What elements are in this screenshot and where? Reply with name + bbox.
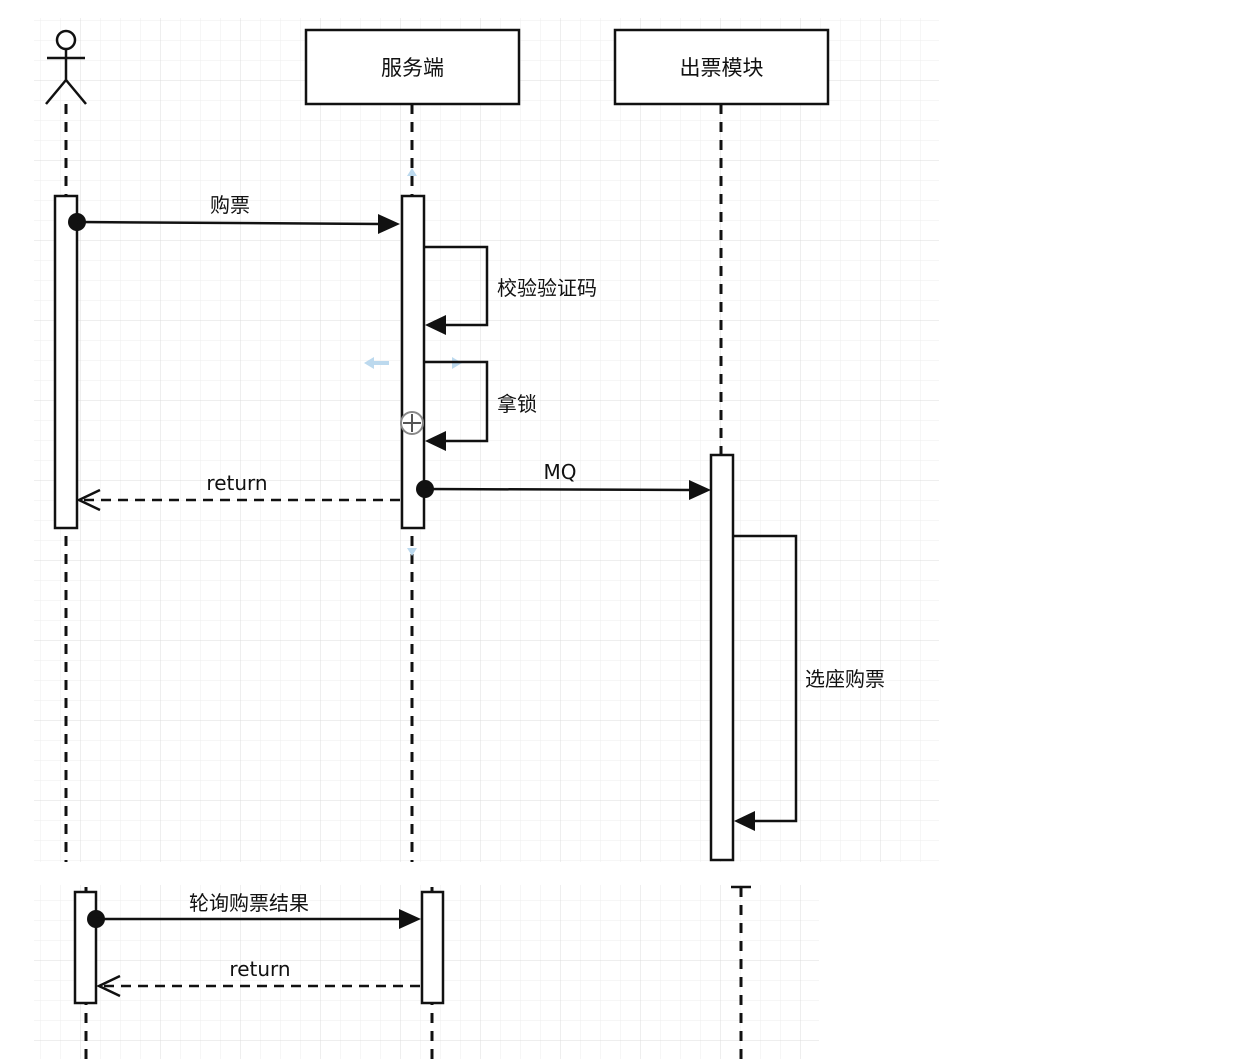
message-select-seat[interactable]: 选座购票 — [733, 534, 885, 831]
ticket-module-participant-label: 出票模块 — [680, 56, 764, 80]
message-verify-captcha-label: 校验验证码 — [497, 276, 597, 300]
ticket-module-participant[interactable]: 出票模块 — [613, 28, 830, 106]
message-buy-ticket-label: 购票 — [210, 193, 250, 217]
message-select-seat-label: 选座购票 — [805, 667, 885, 691]
move-cursor-icon — [400, 411, 424, 435]
server-activation[interactable] — [400, 194, 426, 530]
actor-activation[interactable] — [53, 194, 79, 530]
server-participant-label: 服务端 — [381, 56, 444, 80]
message-return-1[interactable]: return — [76, 471, 400, 512]
actor-icon[interactable] — [45, 29, 87, 105]
message-return-2[interactable]: return — [96, 957, 420, 998]
message-mq[interactable]: MQ — [416, 460, 711, 500]
actor-activation-bottom[interactable] — [73, 890, 98, 1005]
message-return-1-label: return — [206, 471, 267, 495]
server-activation-bottom[interactable] — [420, 890, 445, 1005]
message-get-lock[interactable]: 拿锁 — [424, 360, 537, 451]
message-poll-result[interactable]: 轮询购票结果 — [87, 891, 421, 929]
message-buy-ticket[interactable]: 购票 — [68, 193, 400, 234]
message-poll-result-label: 轮询购票结果 — [189, 891, 309, 915]
message-mq-label: MQ — [544, 460, 577, 484]
selection-handles — [364, 168, 462, 556]
server-participant[interactable]: 服务端 — [304, 28, 521, 106]
ticket-module-activation[interactable] — [709, 453, 735, 862]
message-return-2-label: return — [229, 957, 290, 981]
message-verify-captcha[interactable]: 校验验证码 — [424, 245, 597, 335]
message-get-lock-label: 拿锁 — [497, 392, 537, 416]
